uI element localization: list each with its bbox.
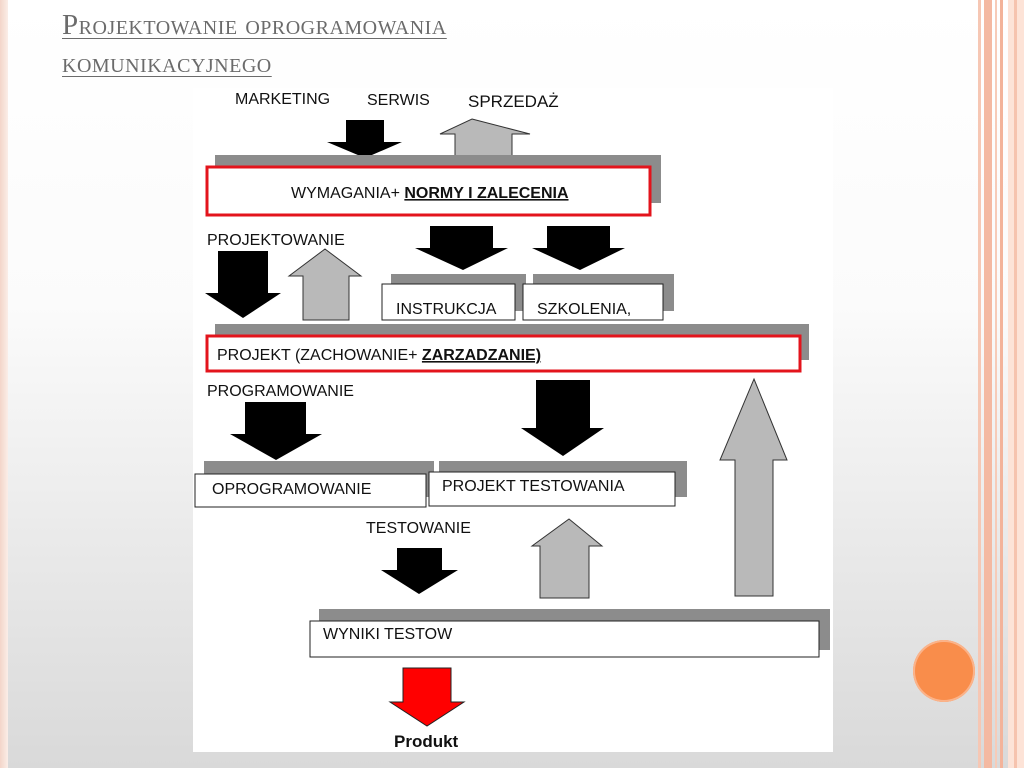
label-marketing: MARKETING [235,91,330,108]
oprogramowanie-text: OPROGRAMOWANIE [212,481,371,498]
arrow-down-dark [415,226,508,270]
szkolenia-text: SZKOLENIA, [537,301,631,318]
arrow-up-light [287,248,363,321]
arrow-up-tall-light [719,377,788,597]
slide-title-line1: Projektowanie oprogramowania [62,9,447,41]
box-projekt-testowania [428,471,676,507]
arrow-down-product [388,667,466,727]
arrow-down-dark [205,251,281,318]
wymagania-prefix: WYMAGANIA+ [291,185,404,202]
label-serwis: SERWIS [367,92,430,109]
right-decor-stripe [1000,0,1003,768]
box-wyniki-testow [309,620,820,658]
wymagania-text: WYMAGANIA+ NORMY I ZALECENIA [291,185,569,202]
arrow-down-dark [521,380,604,456]
arrow-down-dark [381,548,458,594]
produkt-text: Produkt [394,732,459,751]
box-instrukcja [381,283,516,321]
label-programowanie: PROGRAMOWANIE [207,383,354,400]
right-decor-stripe [995,0,997,768]
arrow-up-light [530,518,604,599]
slide-title: Projektowanie oprogramowania komunikacyj… [62,6,762,82]
accent-circle [913,640,975,702]
arrow-up-light [439,118,531,157]
box-projekt [205,334,802,373]
wyniki-testow-text: WYNIKI TESTOW [323,626,453,643]
right-decor-stripe [978,0,981,768]
right-decor-stripe [1014,0,1017,768]
left-decor-bar [0,0,8,768]
box-oprogramowanie [194,473,427,508]
label-projektowanie: PROJEKTOWANIE [207,232,345,249]
arrow-down-dark [532,226,625,270]
arrow-down-dark [230,402,322,460]
wymagania-bold: NORMY I ZALECENIA [404,185,569,202]
process-diagram: MARKETING SERWIS SPRZEDAŻ WYMAGANIA+ NOR… [193,88,833,752]
projekt-prefix: PROJEKT (ZACHOWANIE+ [217,347,422,364]
arrow-down-dark [327,120,402,158]
projekt-bold: ZARZADZANIE) [422,347,541,364]
box-szkolenia [522,283,664,321]
label-sprzedaz: SPRZEDAŻ [468,92,559,111]
box-wymagania [205,165,652,217]
label-testowanie: TESTOWANIE [366,520,471,537]
slide-title-line2: komunikacyjnego [62,47,272,79]
right-decor-stripe [984,0,992,768]
instrukcja-text: INSTRUKCJA [396,301,497,318]
projekt-text: PROJEKT (ZACHOWANIE+ ZARZADZANIE) [217,347,541,364]
projekt-testowania-text: PROJEKT TESTOWANIA [442,478,625,495]
